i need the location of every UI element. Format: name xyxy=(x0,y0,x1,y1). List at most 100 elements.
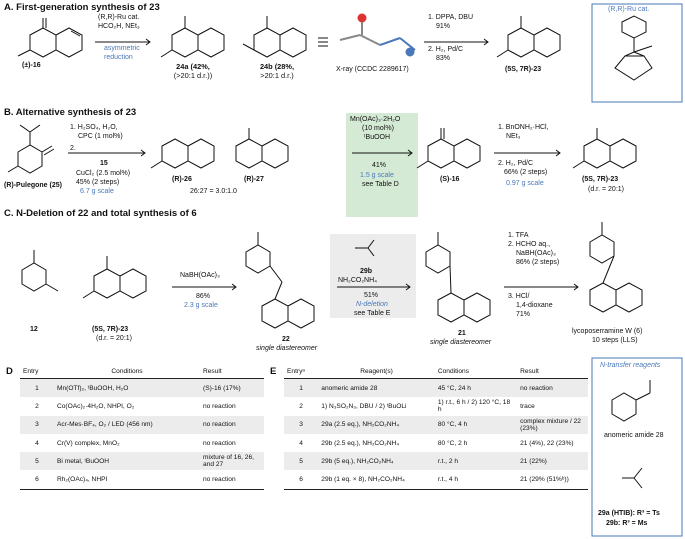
label-24a: 24a (42%,(>20:1 d.r.)) xyxy=(173,62,213,80)
cond-a7: 2. H₂, Pd/C xyxy=(428,46,464,53)
cond-b3: 2. xyxy=(70,145,76,152)
ratio-26-27: 26:27 = 3.0:1.0 xyxy=(190,188,237,195)
cond-c3: 2.3 g scale xyxy=(184,302,218,309)
section-c-title: C. N-Deletion of 22 and total synthesis … xyxy=(4,208,197,219)
molecule-6 xyxy=(589,222,643,313)
ru-cat-title: (R,R)-Ru cat. xyxy=(608,6,650,13)
cond-c14: 1,4-dioxane xyxy=(516,302,553,309)
label-21-sub: single diastereomer xyxy=(430,339,492,346)
molecule-s16 xyxy=(416,128,481,169)
label-pulegone: (R)-Pulegone (25) xyxy=(4,182,62,189)
th-e-reagents: Reagent(s) xyxy=(318,364,435,379)
cond-b12: 0.97 g scale xyxy=(506,180,544,187)
label-29b: 29b: R³ = Ms xyxy=(606,520,648,527)
molecule-24a xyxy=(160,16,225,58)
reagent-29b xyxy=(355,239,375,257)
cond-c13: 3. HCl/ xyxy=(508,293,530,300)
th-d-conditions: Conditions xyxy=(54,364,200,379)
cond-b2: CPC (1 mol%) xyxy=(78,133,123,140)
cond-b10: 2. H₂, Pd/C xyxy=(498,160,534,167)
label-6-sub: 10 steps (LLS) xyxy=(592,337,638,344)
molecule-12 xyxy=(21,250,59,292)
label-23-c: (5S, 7R)-23 xyxy=(92,326,129,333)
box-b4: 41% xyxy=(372,162,387,169)
cond-a5: 1. DPPA, DBU xyxy=(428,14,473,21)
th-d-result: Result xyxy=(200,364,264,379)
box-b3: ᵗBuOOH xyxy=(364,134,391,141)
cond-c8: see Table E xyxy=(354,310,391,317)
cond-a6: 91% xyxy=(436,23,451,30)
cond-c6: 51% xyxy=(364,292,379,299)
cond-b5: CuCl₂ (2.5 mol%) xyxy=(76,170,131,177)
xray-label: X-ray (CCDC 2289617) xyxy=(336,66,409,73)
box-b6: see Table D xyxy=(362,181,399,188)
cond-c12: 86% (2 steps) xyxy=(516,259,560,266)
cond-a8: 83% xyxy=(436,55,451,62)
molecule-28 xyxy=(611,380,651,422)
cond-b8: 1. BnONH₂·HCl, xyxy=(498,124,549,131)
cond-c1: NaBH(OAc)₃ xyxy=(180,272,220,279)
molecule-29 xyxy=(622,467,643,489)
reagents-title: N-transfer reagents xyxy=(600,362,661,369)
dr-23-c: (d.r. = 20:1) xyxy=(96,335,132,342)
label-27: (R)-27 xyxy=(244,176,264,183)
molecule-16 xyxy=(17,18,83,58)
cond-a1: (R,R)-Ru cat. xyxy=(98,14,140,21)
cond-c9: 1. TFA xyxy=(508,232,529,239)
cond-a3: asymmetric xyxy=(104,45,140,52)
label-22-sub: single diastereomer xyxy=(256,345,318,352)
cond-a2: HCO₂H, NEt₃ xyxy=(98,23,140,30)
label-23-b: (5S, 7R)-23 xyxy=(582,176,619,183)
molecule-23-c xyxy=(82,256,147,299)
label-12: 12 xyxy=(30,326,38,333)
cond-b9: NEt₃ xyxy=(506,133,521,140)
table-e-letter: E xyxy=(270,366,277,377)
label-29a: 29a (HTIB): R³ = Ts xyxy=(598,510,660,517)
section-a-title: A. First-generation synthesis of 23 xyxy=(4,2,160,13)
table-d-letter: D xyxy=(6,366,13,377)
cond-b1: 1. H₂SO₄, H₂O, xyxy=(70,124,118,131)
label-s16: (S)-16 xyxy=(440,176,460,183)
label-22: 22 xyxy=(282,336,290,343)
cond-c2: 86% xyxy=(196,293,211,300)
molecule-pulegone xyxy=(7,124,55,174)
cond-a4: reduction xyxy=(104,54,133,61)
label-sm16: (±)-16 xyxy=(22,62,41,69)
molecule-21 xyxy=(425,232,491,323)
box-b5: 1.5 g scale xyxy=(360,172,394,179)
cond-c15: 71% xyxy=(516,311,531,318)
molecule-23-b xyxy=(572,128,637,169)
cond-c11: NaBH(OAc)₃ xyxy=(516,250,556,257)
box-b1: Mn(OAc)₃·2H₂O xyxy=(350,116,401,123)
dr-23-b: (d.r. = 20:1) xyxy=(588,186,624,193)
cond-b6: 45% (2 steps) xyxy=(76,179,120,186)
cond-b4: 15 xyxy=(100,160,108,167)
molecule-22 xyxy=(245,232,315,329)
label-26: (R)-26 xyxy=(172,176,192,183)
cond-c10: 2. HCHO aq., xyxy=(508,241,551,248)
cond-b7: 6.7 g scale xyxy=(80,188,114,195)
label-6: lycoposerramine W (6) xyxy=(572,328,643,335)
th-e-entry: Entryᵃ xyxy=(284,364,319,379)
cond-c5: NH₂CO₂NH₄ xyxy=(338,277,378,284)
th-d-entry: Entry xyxy=(20,364,54,379)
molecule-23-a xyxy=(496,16,561,58)
label-21: 21 xyxy=(458,330,466,337)
xray-structure xyxy=(339,13,416,57)
cond-c7: N-deletion xyxy=(356,301,388,308)
box-b2: (10 mol%) xyxy=(362,125,394,132)
